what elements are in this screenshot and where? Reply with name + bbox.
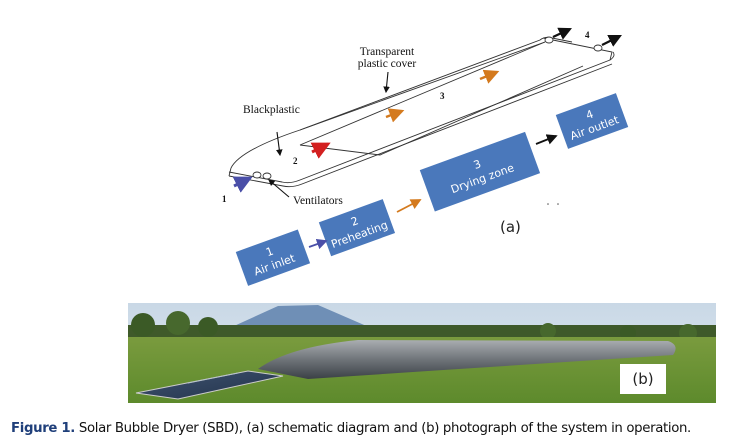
panel-label-b: (b) (620, 364, 666, 394)
ventilators-label: Ventilators (293, 195, 343, 207)
ventilator-pointer-icon (268, 179, 290, 198)
cover-label-line2: plastic cover (358, 58, 417, 70)
caption-text: Solar Bubble Dryer (SBD), (a) schematic … (74, 421, 691, 436)
figure-label: Figure 1. (11, 421, 75, 436)
flow-box-number: 1 (264, 245, 275, 260)
airflow-arrow-icon (479, 69, 500, 84)
flow-box-preheating: 2 Preheating (318, 199, 396, 257)
flow-arrow-inlet-to-preheating (308, 238, 328, 250)
bubble-dryer (258, 340, 676, 379)
outlet-vent-icon (593, 44, 603, 52)
inlet-arrow-icon (232, 176, 253, 193)
flow-box-air-outlet: 4 Air outlet (555, 93, 629, 149)
zone-number-4: 4 (585, 30, 590, 40)
flow-box-number: 3 (472, 157, 483, 172)
flow-arrow-drying-to-outlet (535, 134, 558, 145)
figure-caption: Figure 1. Solar Bubble Dryer (SBD), (a) … (11, 421, 691, 436)
black-plastic-label: Blackplastic (243, 104, 300, 116)
heated-air-arrow-icon (310, 142, 331, 159)
flow-box-number: 4 (584, 108, 595, 123)
outlet-arrow-icon (601, 35, 622, 47)
panel-label-a: (a) (500, 218, 521, 236)
system-photograph (128, 303, 716, 403)
airflow-arrow-icon (385, 108, 405, 123)
black-plastic-pointer-icon (276, 131, 283, 157)
outlet-arrow-icon (552, 27, 572, 40)
cover-label-line1: Transparent (360, 46, 415, 58)
cover-pointer-icon (383, 71, 390, 94)
ventilator-icon (262, 172, 272, 180)
flow-box-drying-zone: 3 Drying zone (419, 131, 541, 212)
zone-number-2: 2 (293, 156, 298, 166)
ventilator-icon (252, 171, 262, 179)
flow-box-number: 2 (349, 214, 360, 229)
outlet-vent-icon (544, 36, 554, 44)
mountain (223, 305, 378, 331)
zone-number-3: 3 (440, 91, 445, 101)
flow-arrow-preheating-to-drying (396, 199, 422, 213)
flow-box-air-inlet: 1 Air inlet (235, 229, 311, 286)
zone-number-1: 1 (222, 194, 227, 204)
